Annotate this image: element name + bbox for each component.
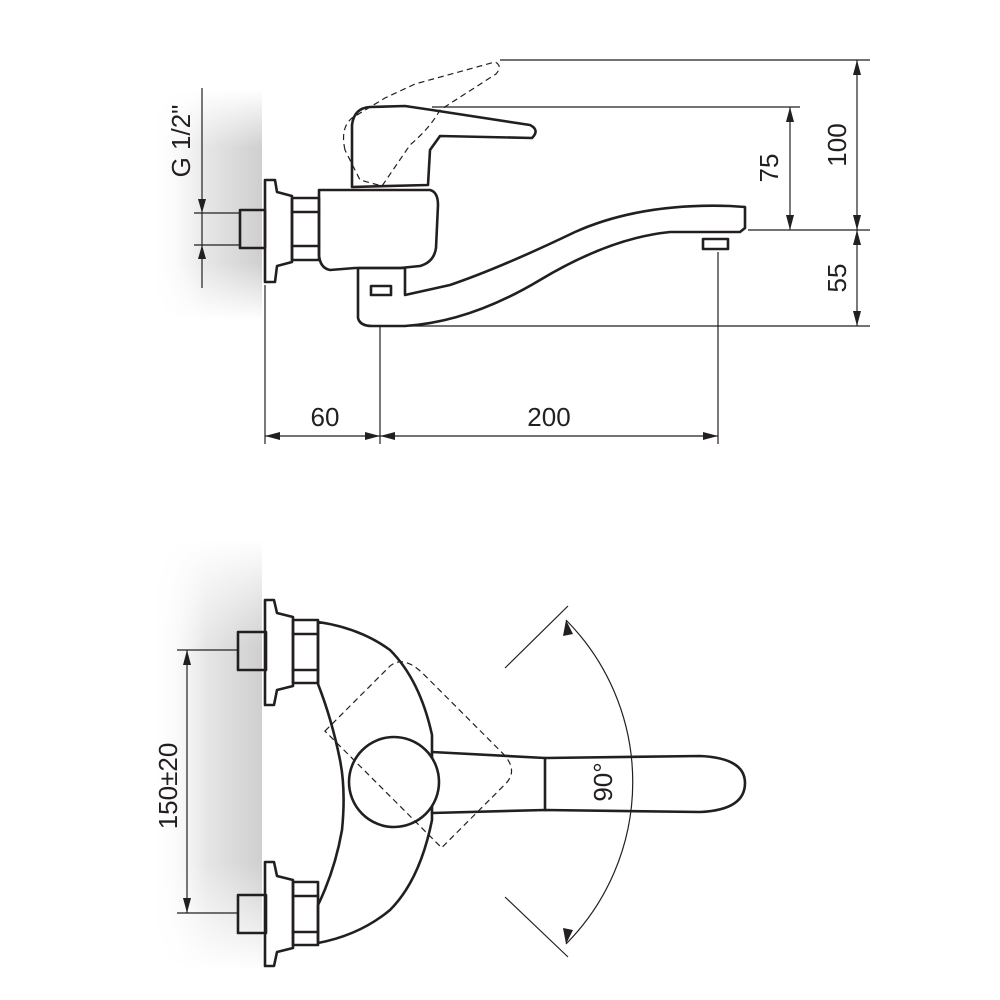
side-view: G 1/2" 60 200 75 100 55 (150, 59, 870, 444)
dim-spout-reach: 200 (527, 402, 570, 432)
connector-nut (290, 196, 321, 262)
rotation-arc (565, 619, 634, 945)
top-view: 90° 150±20 (150, 540, 747, 970)
dim-lever-open-height: 100 (822, 123, 852, 166)
aerator (701, 237, 730, 251)
lever-rotated-ghost (324, 661, 513, 849)
lever-handle (350, 104, 537, 189)
wall-flange (263, 178, 294, 284)
valve-body (317, 188, 440, 272)
dim-handle-height: 75 (754, 154, 784, 183)
lever-handle-open-ghost (342, 61, 500, 187)
lower-nut (291, 880, 320, 947)
spout-tab (369, 284, 393, 297)
lever-top-view (430, 750, 747, 815)
cartridge-cap (347, 735, 441, 829)
dim-spout-height: 55 (822, 264, 852, 293)
lower-wall-flange (263, 860, 295, 968)
dim-rotation-angle: 90° (588, 762, 618, 801)
upper-nut (291, 618, 320, 685)
upper-wall-flange (263, 598, 295, 707)
thread-size-label: G 1/2" (166, 105, 196, 178)
dim-inlet-spacing: 150±20 (153, 743, 183, 830)
dim-wall-to-spout: 60 (311, 402, 340, 432)
